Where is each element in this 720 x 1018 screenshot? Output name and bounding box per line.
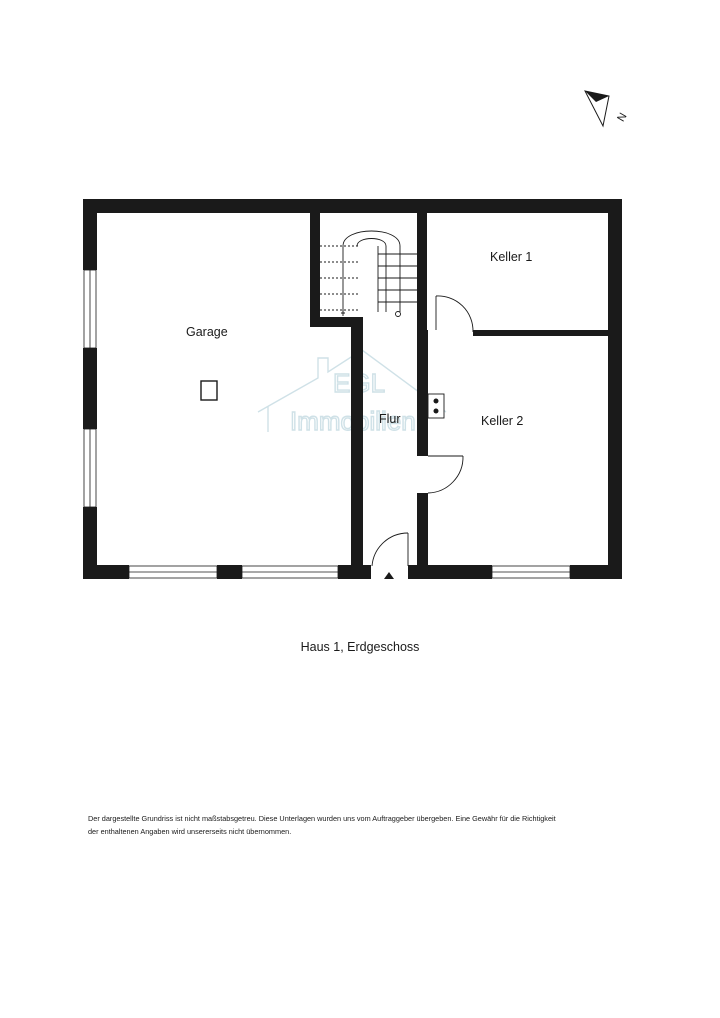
north-arrow-icon: N <box>584 90 630 128</box>
room-label-garage: Garage <box>186 325 228 339</box>
disclaimer: Der dargestellte Grundriss ist nicht maß… <box>88 812 648 838</box>
room-label-keller2: Keller 2 <box>481 414 523 428</box>
disclaimer-line2: der enthaltenen Angaben wird unsererseit… <box>88 827 292 836</box>
doors <box>371 295 474 567</box>
entry-arrow-icon <box>384 572 394 579</box>
windows <box>83 269 571 579</box>
utility-box <box>427 393 445 419</box>
staircase <box>320 230 417 317</box>
room-label-keller1: Keller 1 <box>490 250 532 264</box>
north-arrow-label: N <box>615 111 629 124</box>
room-label-flur: Flur <box>379 412 401 426</box>
walls <box>83 199 622 579</box>
disclaimer-line1: Der dargestellte Grundriss ist nicht maß… <box>88 814 556 823</box>
plan-caption: Haus 1, Erdgeschoss <box>300 640 420 654</box>
garage-floor-drain <box>200 380 218 401</box>
